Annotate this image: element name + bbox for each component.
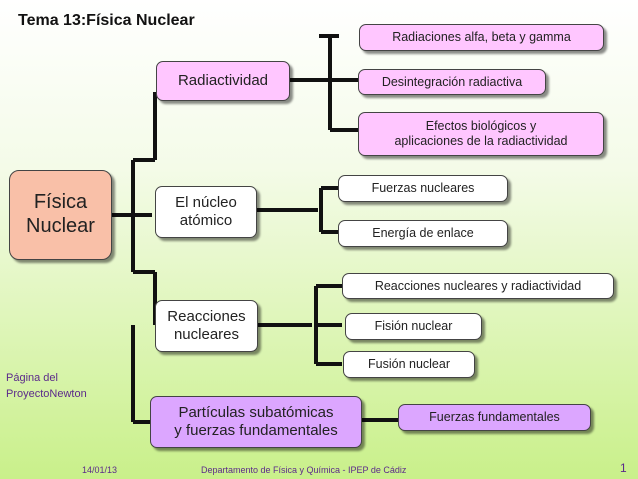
page-title: Tema 13:Física Nuclear xyxy=(18,12,195,29)
branch-reacciones-nucleares: Reacciones nucleares xyxy=(155,300,258,352)
leaf-reacciones-radiactividad: Reacciones nucleares y radiactividad xyxy=(342,273,614,299)
root-node-fisica-nuclear: Física Nuclear xyxy=(9,170,112,260)
branch-radiactividad: Radiactividad xyxy=(156,61,290,101)
leaf-efectos-biologicos: Efectos biológicos y aplicaciones de la … xyxy=(358,112,604,156)
footer-department: Departamento de Física y Química - IPEP … xyxy=(201,465,407,475)
footer-date: 14/01/13 xyxy=(82,465,118,475)
branch-nucleo-atomico: El núcleo atómico xyxy=(155,186,257,238)
leaf-fusion-nuclear: Fusión nuclear xyxy=(343,351,475,378)
leaf-fision-nuclear: Fisión nuclear xyxy=(345,313,482,340)
leaf-fuerzas-nucleares: Fuerzas nucleares xyxy=(338,175,508,202)
leaf-radiaciones-alfa-beta-gamma: Radiaciones alfa, beta y gamma xyxy=(359,24,604,51)
credit-proyecto-newton: Página del ProyectoNewton xyxy=(6,372,87,400)
leaf-desintegracion-radiactiva: Desintegración radiactiva xyxy=(358,69,546,95)
branch-particulas: Partículas subatómicas y fuerzas fundame… xyxy=(150,396,362,448)
footer-page-number: 1 xyxy=(620,461,627,475)
leaf-fuerzas-fundamentales: Fuerzas fundamentales xyxy=(398,404,591,431)
leaf-energia-enlace: Energía de enlace xyxy=(338,220,508,247)
